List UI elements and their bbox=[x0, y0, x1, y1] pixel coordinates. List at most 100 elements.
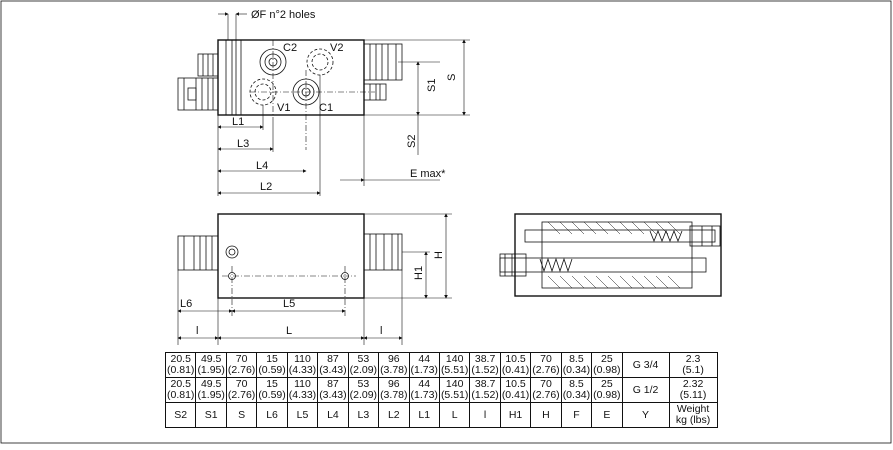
spec-cell: 20.5(0.81) bbox=[164, 352, 197, 378]
spec-cell-text: (5.1) bbox=[682, 364, 704, 376]
spec-cell-text: E bbox=[603, 408, 611, 421]
spec-cell-text: 10.5 bbox=[505, 378, 526, 390]
spec-cell: 110(4.33) bbox=[286, 377, 319, 403]
spec-cell: 2.32(5.11) bbox=[668, 377, 718, 403]
spec-cell-text: (0.41) bbox=[501, 389, 530, 401]
spec-cell-text: 70 bbox=[235, 353, 248, 365]
spec-cell-text: (0.98) bbox=[593, 389, 621, 401]
spec-cell-text: H1 bbox=[508, 408, 523, 421]
spec-cell-text: S2 bbox=[174, 408, 188, 421]
spec-cell-text: Weight bbox=[676, 403, 710, 415]
spec-cell-text: 70 bbox=[235, 378, 248, 390]
spec-cell: 15(0.59) bbox=[256, 377, 288, 403]
spec-cell: G 3/4 bbox=[621, 352, 670, 378]
spec-cell-text: L1 bbox=[418, 408, 431, 421]
spec-cell: Y bbox=[621, 402, 670, 428]
spec-cell: 25(0.98) bbox=[591, 352, 623, 378]
spec-cell-text: (0.41) bbox=[501, 364, 530, 376]
spec-cell-text: 15 bbox=[266, 353, 278, 365]
spec-cell-text: S bbox=[238, 408, 246, 421]
spec-cell-text: (2.09) bbox=[349, 364, 378, 376]
spec-cell-text: L6 bbox=[266, 408, 278, 421]
spec-cell-text: 70 bbox=[540, 353, 552, 365]
left-cartridge-front bbox=[177, 235, 219, 271]
spec-cell: L4 bbox=[317, 402, 349, 428]
s1-label: S1 bbox=[426, 79, 438, 92]
spec-cell-text: 10.5 bbox=[505, 353, 526, 365]
spec-cell-text: (3.78) bbox=[380, 389, 408, 401]
spec-cell-text: 49.5 bbox=[200, 353, 222, 365]
spec-cell-text: (4.33) bbox=[288, 389, 317, 401]
spec-cell: 70(2.76) bbox=[225, 377, 258, 403]
spec-cell: F bbox=[560, 402, 593, 428]
spec-cell-text: 15 bbox=[266, 378, 278, 390]
s2-label: S2 bbox=[406, 135, 418, 148]
top-view bbox=[177, 12, 470, 196]
valve-block-front bbox=[217, 213, 365, 299]
spec-cell-text: 110 bbox=[294, 378, 311, 390]
spec-cell: 38.7(1.52) bbox=[469, 352, 501, 378]
spec-cell-text: L4 bbox=[327, 408, 339, 421]
holes-label: ØF n°2 holes bbox=[251, 9, 316, 21]
spec-cell: L bbox=[438, 402, 471, 428]
spec-cell-text: (3.43) bbox=[319, 389, 347, 401]
l-center-label: L bbox=[286, 325, 292, 337]
spec-cell: 2.3(5.1) bbox=[668, 352, 718, 378]
spec-cell-text: L bbox=[451, 408, 458, 421]
spec-cell-text: (5.51) bbox=[440, 364, 469, 376]
spec-cell: 96(3.78) bbox=[378, 352, 410, 378]
l4-label: L4 bbox=[256, 160, 268, 172]
spec-cell: H bbox=[530, 402, 562, 428]
spec-cell-text: 44 bbox=[418, 353, 431, 365]
spec-cell-text: 140 bbox=[445, 353, 464, 365]
spec-cell-text: 8.5 bbox=[569, 378, 584, 390]
spec-cell: 140(5.51) bbox=[438, 377, 471, 403]
spec-cell: S2 bbox=[164, 402, 197, 428]
spec-cell-text: S1 bbox=[204, 408, 218, 421]
l-left-label: l bbox=[196, 325, 198, 337]
spec-cell: 53(2.09) bbox=[347, 377, 380, 403]
spec-cell-text: (0.81) bbox=[167, 389, 195, 401]
spec-cell: 49.5(1.95) bbox=[195, 352, 227, 378]
spec-cell-text: kg (lbs) bbox=[675, 414, 711, 426]
spec-cell-text: (3.43) bbox=[319, 364, 347, 376]
left-cartridge-top bbox=[177, 53, 219, 111]
spec-cell: L6 bbox=[256, 402, 288, 428]
spec-cell: L2 bbox=[378, 402, 410, 428]
spec-row: 20.5(0.81)49.5(1.95)70(2.76)15(0.59)110(… bbox=[164, 352, 718, 378]
spec-cell: H1 bbox=[499, 402, 532, 428]
l2-label: L2 bbox=[260, 181, 272, 193]
spec-cell: E bbox=[591, 402, 623, 428]
right-cartridge-top bbox=[363, 43, 403, 101]
v2-label: V2 bbox=[330, 42, 343, 54]
spec-cell-text: 2.32 bbox=[682, 378, 704, 390]
spec-cell-text: 8.5 bbox=[569, 353, 584, 365]
spec-cell-text: 96 bbox=[387, 353, 400, 365]
l3-label: L3 bbox=[237, 138, 249, 150]
spec-cell: 8.5(0.34) bbox=[560, 377, 593, 403]
spec-cell-text: (1.95) bbox=[197, 364, 225, 376]
spec-cell-text: (2.09) bbox=[349, 389, 378, 401]
drawing-labels: ØF n°2 holes C2 V2 V1 C1 S S1 S2 L1 L3 L… bbox=[180, 9, 458, 337]
spec-cell-text: (3.78) bbox=[380, 364, 408, 376]
l-right-label: l bbox=[380, 325, 382, 337]
spec-cell: 49.5(1.95) bbox=[195, 377, 227, 403]
spec-cell: l bbox=[469, 402, 501, 428]
spec-cell-text: (1.73) bbox=[410, 389, 438, 401]
spec-cell-text: (0.59) bbox=[258, 389, 286, 401]
section-view bbox=[499, 213, 722, 297]
spec-cell-text: L3 bbox=[357, 408, 370, 421]
l5-label: L5 bbox=[283, 298, 295, 310]
spec-cell: 8.5(0.34) bbox=[560, 352, 593, 378]
s-label: S bbox=[446, 74, 458, 81]
spec-cell-text: L5 bbox=[296, 408, 309, 421]
spec-cell: 70(2.76) bbox=[225, 352, 258, 378]
spec-cell-text: 25 bbox=[601, 353, 613, 365]
front-view bbox=[177, 213, 452, 345]
spec-cell-text: 53 bbox=[357, 378, 370, 390]
spec-cell: 140(5.51) bbox=[438, 352, 471, 378]
